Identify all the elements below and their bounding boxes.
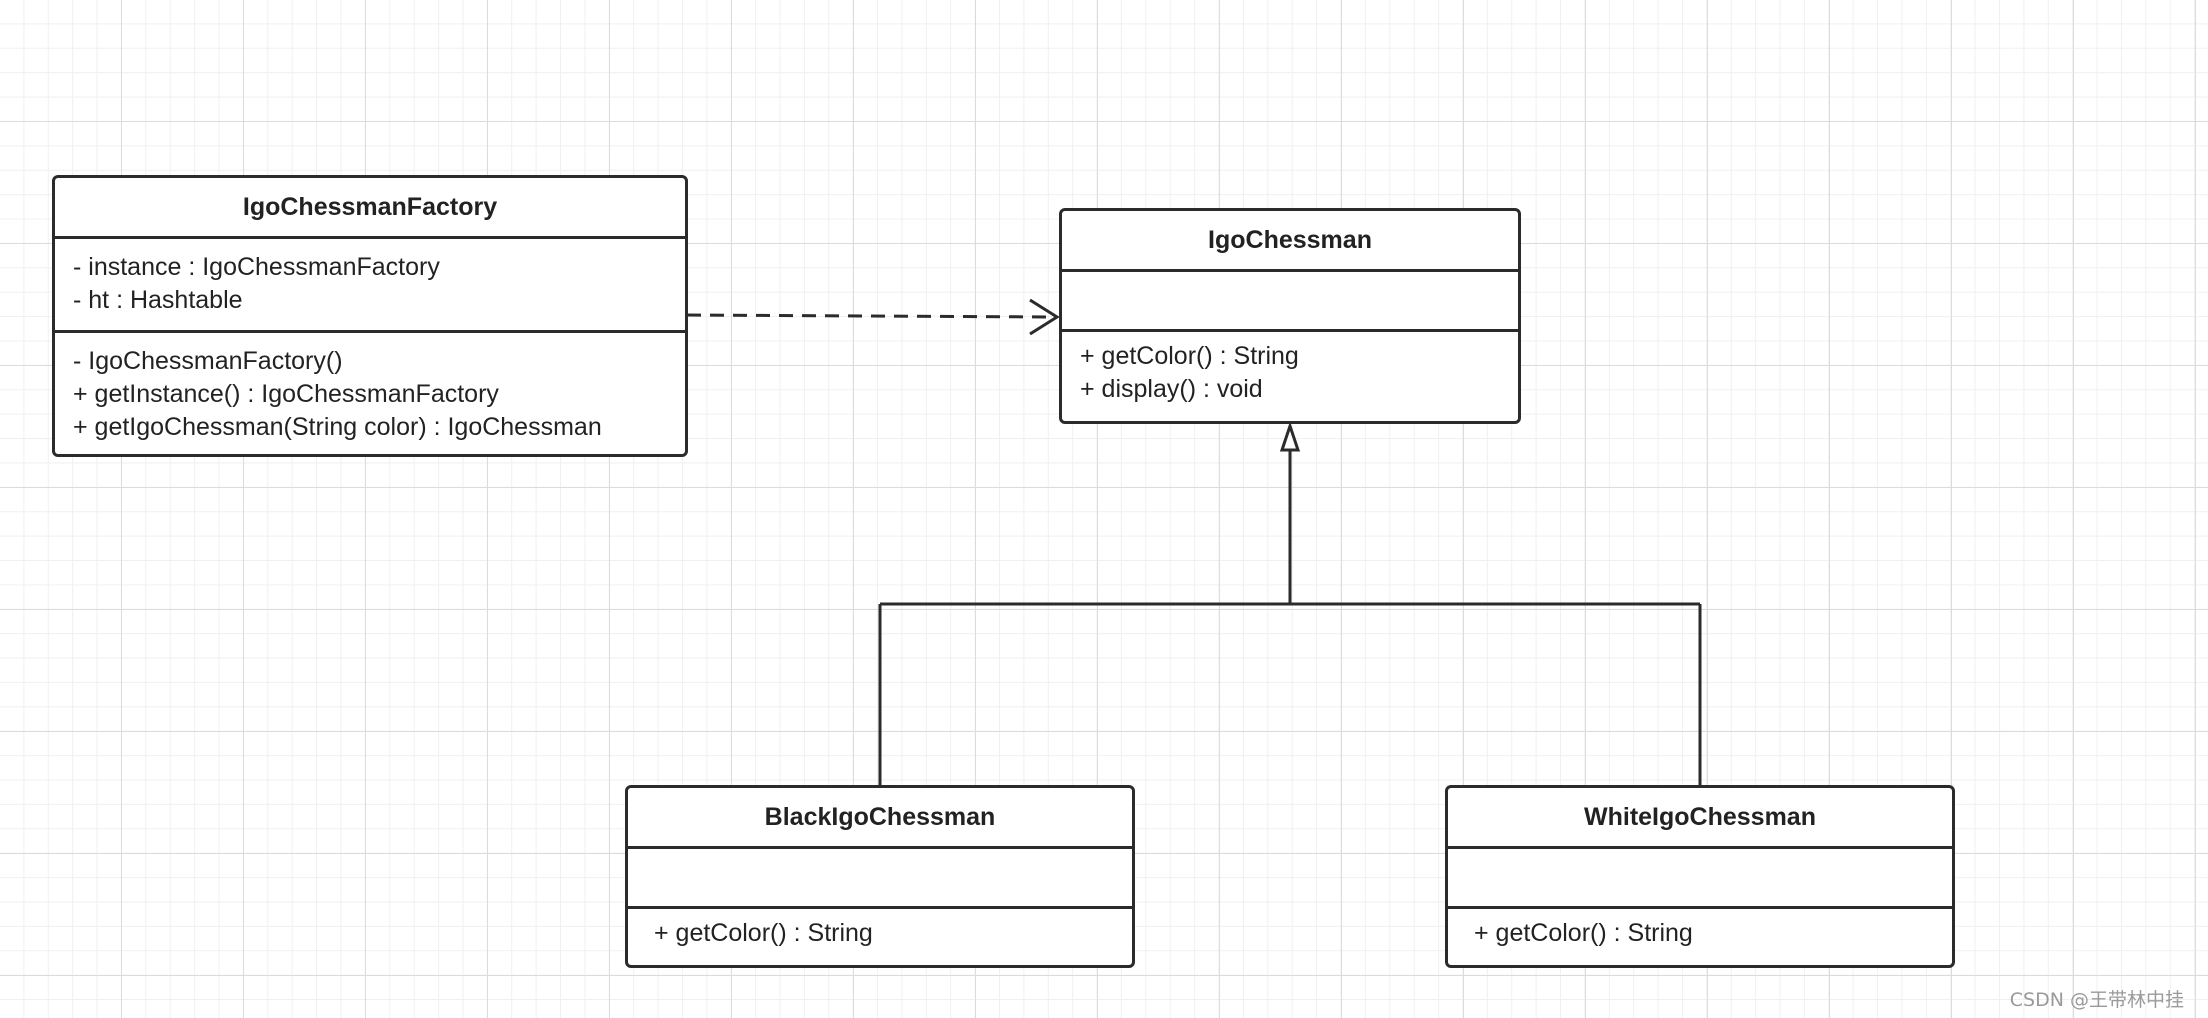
class-igochessmanfactory[interactable]: IgoChessmanFactory - instance : IgoChess… <box>52 175 688 457</box>
method: + getColor() : String <box>654 919 873 947</box>
method: + getColor() : String <box>1080 342 1299 370</box>
class-name: BlackIgoChessman <box>628 788 1132 849</box>
watermark: CSDN @王带林中挂 <box>2009 989 2184 1011</box>
class-name: WhiteIgoChessman <box>1448 788 1952 849</box>
attributes-section <box>628 849 1132 909</box>
attribute: - ht : Hashtable <box>73 286 243 314</box>
attribute: - instance : IgoChessmanFactory <box>73 253 440 281</box>
method: + getInstance() : IgoChessmanFactory <box>73 380 499 408</box>
attributes-section: - instance : IgoChessmanFactory - ht : H… <box>55 239 685 333</box>
method: + display() : void <box>1080 375 1263 403</box>
generalization-triangle <box>1279 421 1301 452</box>
class-blackigochessman[interactable]: BlackIgoChessman + getColor() : String <box>625 785 1135 968</box>
attributes-section <box>1062 272 1518 332</box>
methods-section: + getColor() : String <box>628 909 1132 950</box>
class-igochessman[interactable]: IgoChessman + getColor() : String + disp… <box>1059 208 1521 424</box>
method: + getColor() : String <box>1474 919 1693 947</box>
class-whiteigochessman[interactable]: WhiteIgoChessman + getColor() : String <box>1445 785 1955 968</box>
method: - IgoChessmanFactory() <box>73 347 343 375</box>
methods-section: + getColor() : String <box>1448 909 1952 950</box>
methods-section: + getColor() : String + display() : void <box>1062 332 1518 406</box>
dependency-arrowhead <box>1029 298 1060 336</box>
class-name: IgoChessman <box>1062 211 1518 272</box>
methods-section: - IgoChessmanFactory() + getInstance() :… <box>55 333 685 444</box>
attributes-section <box>1448 849 1952 909</box>
class-name: IgoChessmanFactory <box>55 178 685 239</box>
dependency-line <box>686 313 1054 319</box>
method: + getIgoChessman(String color) : IgoChes… <box>73 413 602 441</box>
